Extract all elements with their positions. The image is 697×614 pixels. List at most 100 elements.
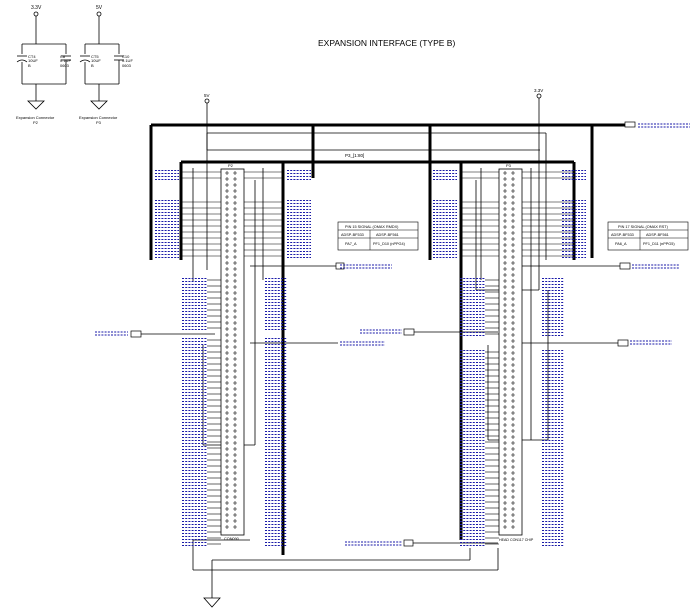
- net-label: [460, 524, 485, 528]
- net-label: [433, 242, 457, 246]
- net-label: [460, 302, 485, 306]
- net-label: [265, 308, 287, 312]
- net-label: [542, 398, 564, 402]
- net-port-icon: [619, 262, 631, 270]
- net-label: [265, 344, 287, 348]
- net-label: [265, 446, 287, 450]
- net-label: [460, 392, 485, 396]
- net-label: [287, 212, 311, 216]
- net-label: [460, 506, 485, 510]
- net-label: [265, 320, 287, 324]
- net-label: [287, 242, 311, 246]
- net-label: [542, 488, 564, 492]
- pin-pair: [225, 243, 237, 247]
- cap-package: B: [28, 63, 31, 68]
- note-cell: PA7_A: [345, 242, 357, 246]
- net-label: [182, 488, 207, 492]
- pin-pair: [225, 519, 237, 523]
- pin-pair: [503, 243, 515, 247]
- net-label: [542, 482, 564, 486]
- net-label: [182, 278, 207, 282]
- pin-pair: [225, 171, 237, 175]
- net-label: [460, 404, 485, 408]
- net-label: [460, 296, 485, 300]
- net-label: [542, 308, 564, 312]
- net-label: [460, 476, 485, 480]
- pin-pair: [503, 417, 515, 421]
- ground-icon: [90, 100, 108, 110]
- net-label: [182, 320, 207, 324]
- pin-pair: [503, 501, 515, 505]
- net-label: [182, 458, 207, 462]
- net-label: [562, 176, 586, 180]
- net-label: [460, 320, 485, 324]
- net-label: [433, 248, 457, 252]
- net-label: [182, 380, 207, 384]
- net-label: [562, 230, 586, 234]
- net-label: [460, 356, 485, 360]
- pin-pair: [503, 411, 515, 415]
- pin-pair: [225, 291, 237, 295]
- pin-pair: [503, 393, 515, 397]
- net-label: [265, 386, 287, 390]
- net-label: [542, 506, 564, 510]
- cap-value: 0.1UF: [60, 58, 71, 63]
- pin-pair: [225, 273, 237, 277]
- net-label: [182, 386, 207, 390]
- net-label: [182, 530, 207, 534]
- net-label: [460, 314, 485, 318]
- cap-value: 0.1UF: [122, 58, 133, 63]
- note-col: ADSP-BF561: [646, 233, 669, 237]
- net-label: [182, 422, 207, 426]
- net-label: [265, 452, 287, 456]
- net-label: [542, 536, 564, 540]
- net-label: [155, 248, 179, 252]
- net-label: [287, 236, 311, 240]
- block-caption: Expansion Connector: [16, 115, 55, 120]
- note-col: ADSP-BF533: [341, 233, 364, 237]
- pin-pair: [225, 327, 237, 331]
- pin-pair: [225, 261, 237, 265]
- pin-pair: [503, 513, 515, 517]
- net-label: [460, 332, 485, 336]
- net-label: [460, 434, 485, 438]
- power-rails: [141, 93, 625, 608]
- pin-pair: [503, 471, 515, 475]
- pin-pair: [225, 309, 237, 313]
- net-label: [460, 398, 485, 402]
- pin-pair: [225, 267, 237, 271]
- pin-pair: [503, 261, 515, 265]
- pin-pair: [503, 231, 515, 235]
- net-label: [265, 530, 287, 534]
- net-label: [182, 350, 207, 354]
- net-label: [542, 458, 564, 462]
- pin-pair: [225, 285, 237, 289]
- power-arrow-icon: [536, 93, 542, 99]
- net-label: [265, 506, 287, 510]
- pin-pair: [225, 219, 237, 223]
- connector-left: P2 CON090: [220, 163, 245, 541]
- pin-pair: [225, 279, 237, 283]
- net-label: [460, 518, 485, 522]
- net-label: [542, 320, 564, 324]
- pin-pair: [503, 237, 515, 241]
- net-label: [542, 368, 564, 372]
- power-label: 3.3V: [534, 88, 543, 93]
- net-label: [265, 284, 287, 288]
- pin-pair: [225, 375, 237, 379]
- net-label: [265, 500, 287, 504]
- net-label: [460, 284, 485, 288]
- net-label: [542, 350, 564, 354]
- net-label: [542, 278, 564, 282]
- net-label: [542, 464, 564, 468]
- net-label: [542, 440, 564, 444]
- net-label: [155, 242, 179, 246]
- pin-pair: [225, 303, 237, 307]
- net-label: [287, 230, 311, 234]
- net-label: [182, 416, 207, 420]
- pin-pair: [225, 423, 237, 427]
- pin-pair: [503, 441, 515, 445]
- pin-pair: [225, 321, 237, 325]
- net-label: [265, 524, 287, 528]
